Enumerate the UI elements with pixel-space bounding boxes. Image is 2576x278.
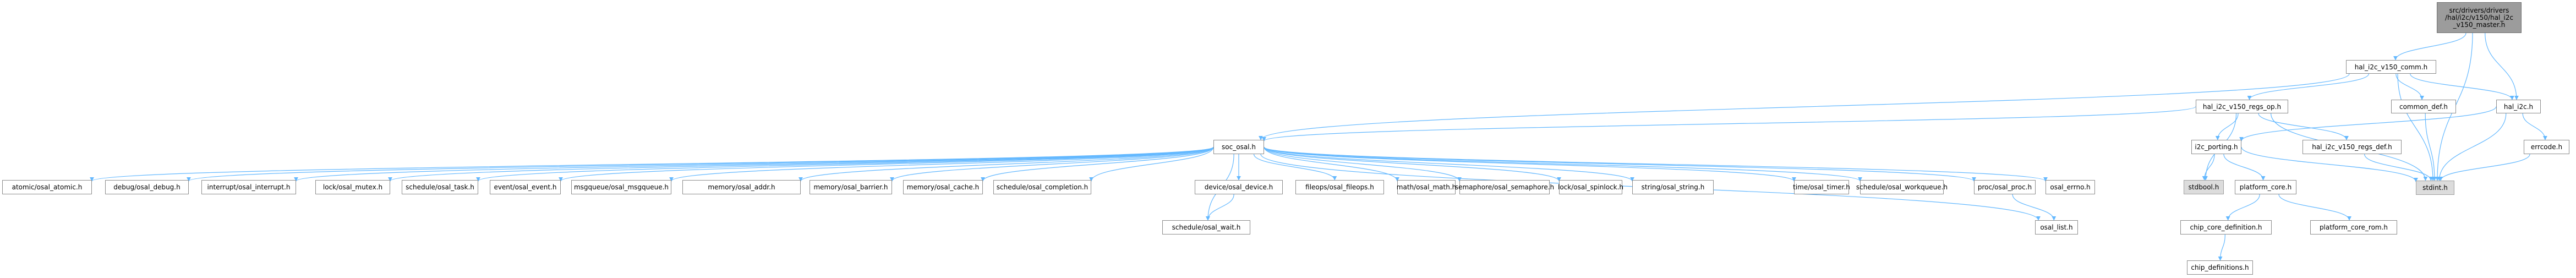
node-osal-spinlock[interactable]: lock/osal_spinlock.h bbox=[1558, 180, 1623, 194]
edge-i2c_porting-to-platform_core bbox=[2223, 154, 2266, 181]
edge-soc_osal-to-fileops bbox=[1253, 154, 1337, 181]
edge-proc-to-list bbox=[2012, 194, 2057, 221]
node-osal-debug[interactable]: debug/osal_debug.h bbox=[105, 180, 189, 194]
edge-soc_osal-to-completion bbox=[1089, 146, 1214, 182]
edge-regs_op-to-i2c_porting bbox=[2215, 113, 2239, 140]
edge-common_def-to-stdint bbox=[2425, 113, 2437, 181]
node-errcode[interactable]: errcode.h bbox=[2524, 140, 2569, 154]
edge-i2c_porting-to-stdint bbox=[2241, 146, 2418, 182]
node-osal-errno[interactable]: osal_errno.h bbox=[2046, 180, 2095, 194]
node-osal-task[interactable]: schedule/osal_task.h bbox=[402, 180, 478, 194]
node-osal-fileops[interactable]: fileops/osal_fileops.h bbox=[1295, 180, 1384, 194]
edge-device-to-wait bbox=[1205, 194, 1234, 221]
edge-soc_osal-to-task bbox=[476, 146, 1214, 182]
node-osal-msgqueue[interactable]: msgqueue/osal_msgqueue.h bbox=[571, 180, 671, 194]
edge-errcode-to-stdint bbox=[2438, 154, 2530, 181]
node-osal-cache[interactable]: memory/osal_cache.h bbox=[903, 180, 983, 194]
node-hal-i2c-v150-comm[interactable]: hal_i2c_v150_comm.h bbox=[2346, 60, 2436, 74]
node-osal-workqueue[interactable]: schedule/osal_workqueue.h bbox=[1856, 180, 1948, 194]
edge-comm-to-soc_osal bbox=[1259, 73, 2350, 140]
node-platform-core-rom[interactable]: platform_core_rom.h bbox=[2310, 220, 2397, 235]
edge-regs_def-to-stdint bbox=[2364, 154, 2433, 181]
edge-platform_core-to-chip_core_def bbox=[2225, 194, 2260, 221]
edge-soc_osal-to-proc bbox=[1264, 146, 1976, 182]
node-osal-interrupt[interactable]: interrupt/osal_interrupt.h bbox=[201, 180, 296, 194]
node-soc-osal[interactable]: soc_osal.h bbox=[1213, 140, 1264, 154]
node-osal-mutex[interactable]: lock/osal_mutex.h bbox=[315, 180, 390, 194]
edge-comm-to-common_def bbox=[2395, 73, 2425, 100]
edge-comm-to-stdint bbox=[2397, 73, 2435, 181]
node-osal-completion[interactable]: schedule/osal_completion.h bbox=[993, 180, 1091, 194]
edge-soc_osal-to-spinlock bbox=[1264, 146, 1561, 182]
node-chip-core-definition[interactable]: chip_core_definition.h bbox=[2180, 220, 2272, 235]
node-common-def[interactable]: common_def.h bbox=[2391, 100, 2456, 113]
edge-comm-to-regs_op bbox=[2247, 73, 2369, 100]
edge-soc_osal-to-interrupt bbox=[294, 146, 1214, 182]
edge-soc_osal-to-mutex bbox=[388, 146, 1214, 182]
node-stdint[interactable]: stdint.h bbox=[2416, 181, 2454, 195]
edge-chip_core_def-to-chip_defs bbox=[2218, 234, 2225, 261]
node-i2c-porting[interactable]: i2c_porting.h bbox=[2191, 140, 2241, 154]
edge-soc_osal-to-math bbox=[1264, 146, 1399, 182]
node-osal-device[interactable]: device/osal_device.h bbox=[1195, 180, 1283, 194]
node-osal-wait[interactable]: schedule/osal_wait.h bbox=[1162, 220, 1250, 235]
node-osal-proc[interactable]: proc/osal_proc.h bbox=[1974, 180, 2036, 194]
edge-soc_osal-to-semaphore bbox=[1264, 146, 1462, 182]
node-osal-list[interactable]: osal_list.h bbox=[2035, 220, 2078, 235]
edge-root-to-comm bbox=[2393, 32, 2466, 61]
node-osal-timer[interactable]: time/osal_timer.h bbox=[1793, 180, 1850, 194]
node-hal-i2c[interactable]: hal_i2c.h bbox=[2496, 100, 2541, 113]
edge-soc_osal-to-cache bbox=[981, 146, 1214, 182]
node-osal-math[interactable]: math/osal_math.h bbox=[1397, 180, 1456, 194]
node-osal-semaphore[interactable]: semaphore/osal_semaphore.h bbox=[1455, 180, 1554, 194]
node-chip-definitions[interactable]: chip_definitions.h bbox=[2187, 260, 2253, 275]
edge-soc_osal-to-timer bbox=[1264, 146, 1796, 182]
edge-hal_i2c-to-i2c_porting bbox=[2239, 106, 2497, 141]
edge-soc_osal-to-string bbox=[1264, 146, 1634, 182]
edge-hal_i2c-to-errcode bbox=[2522, 113, 2547, 140]
node-osal-atomic[interactable]: atomic/osal_atomic.h bbox=[2, 180, 92, 194]
root-file-node[interactable]: src/drivers/drivers /hal/i2c/v150/hal_i2… bbox=[2437, 2, 2522, 33]
node-osal-event[interactable]: event/osal_event.h bbox=[490, 180, 561, 194]
edge-regs_op-to-soc_osal bbox=[1262, 106, 2196, 141]
edge-soc_osal-to-errno bbox=[1264, 146, 2048, 182]
edge-soc_osal-to-workqueue bbox=[1264, 146, 1862, 182]
node-osal-string[interactable]: string/osal_string.h bbox=[1632, 180, 1714, 194]
node-hal-i2c-v150-regs-op[interactable]: hal_i2c_v150_regs_op.h bbox=[2196, 100, 2288, 113]
edge-regs_op-to-regs_def bbox=[2258, 113, 2349, 140]
node-osal-addr[interactable]: memory/osal_addr.h bbox=[682, 180, 801, 194]
node-stdbool[interactable]: stdbool.h bbox=[2184, 180, 2224, 194]
edge-soc_osal-to-barrier bbox=[890, 146, 1214, 182]
node-osal-barrier[interactable]: memory/osal_barrier.h bbox=[810, 180, 892, 194]
edge-soc_osal-to-msgqueue bbox=[669, 146, 1214, 182]
edge-i2c_porting-to-stdbool bbox=[2202, 154, 2215, 181]
edge-soc_osal-to-atomic bbox=[90, 146, 1214, 182]
edge-root-to-hal_i2c bbox=[2485, 32, 2519, 100]
node-platform-core[interactable]: platform_core.h bbox=[2235, 180, 2296, 194]
edge-platform_core-to-platform_core_rom bbox=[2278, 194, 2351, 221]
edge-hal_i2c-to-stdint bbox=[2437, 113, 2507, 181]
edge-soc_osal-to-addr bbox=[798, 146, 1214, 182]
edge-soc_osal-to-event bbox=[559, 146, 1214, 182]
node-hal-i2c-v150-regs-def[interactable]: hal_i2c_v150_regs_def.h bbox=[2302, 140, 2402, 154]
edge-soc_osal-to-debug bbox=[187, 146, 1214, 182]
edge-comm-to-hal_i2c bbox=[2410, 73, 2514, 100]
